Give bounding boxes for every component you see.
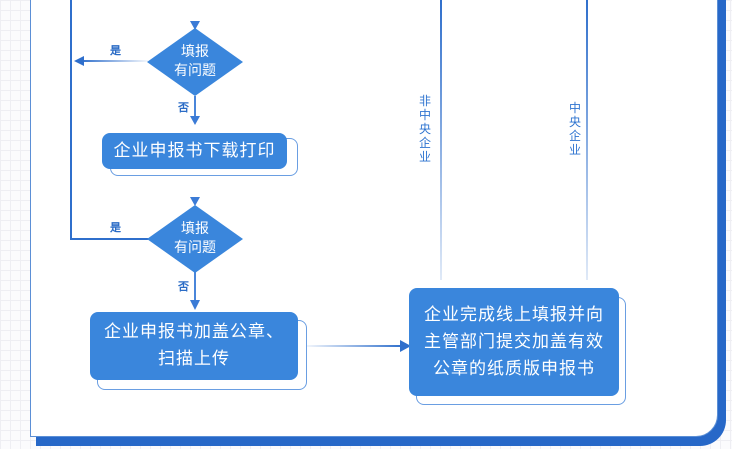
node-face: 企业完成线上填报并向 主管部门提交加盖有效 公章的纸质版申报书 <box>409 288 619 396</box>
node-face: 企业申报书加盖公章、 扫描上传 <box>90 312 298 380</box>
decision-2-text: 填报 有问题 <box>155 220 235 258</box>
decision-2-no-label: 否 <box>178 280 189 293</box>
decision-2-line2: 有问题 <box>174 240 216 256</box>
step-stamp-upload-line1: 企业申报书加盖公章、 <box>104 322 284 342</box>
non-central-line <box>440 0 442 280</box>
decision-2-line1: 填报 <box>181 221 209 237</box>
decision-1-yes-label: 是 <box>110 44 121 57</box>
decision-1-line1: 填报 <box>181 44 209 60</box>
arrow-head <box>74 56 84 66</box>
arrow-head <box>190 300 200 310</box>
stamp-to-submit-line <box>305 345 403 347</box>
step-stamp-upload-line2: 扫描上传 <box>158 349 230 369</box>
decision-1-text: 填报 有问题 <box>155 43 235 81</box>
loop-fade-segment <box>100 238 150 240</box>
arrow-head <box>190 197 200 206</box>
arrow-head <box>400 340 411 352</box>
loop-line <box>70 0 150 240</box>
step-submit-line2: 主管部门提交加盖有效 <box>424 331 604 352</box>
step-submit-line3: 公章的纸质版申报书 <box>433 358 595 379</box>
branch-label-central: 中央企业 <box>568 101 581 157</box>
node-face: 企业申报书下载打印 <box>102 133 287 169</box>
arrow-head <box>190 116 200 125</box>
branch-label-non-central: 非中央企业 <box>418 94 431 164</box>
step-submit-line1: 企业完成线上填报并向 <box>424 304 604 325</box>
arrow-head <box>190 21 200 30</box>
decision-2-yes-label: 是 <box>110 221 121 234</box>
yes-arrow-1-line <box>80 60 148 62</box>
central-line <box>586 0 588 280</box>
decision-diamond-1 <box>147 28 243 96</box>
decision-1-line2: 有问题 <box>174 63 216 79</box>
decision-1-no-label: 否 <box>178 101 189 114</box>
decision-diamond-2 <box>147 205 243 273</box>
step-download-print-label: 企业申报书下载打印 <box>113 140 276 161</box>
